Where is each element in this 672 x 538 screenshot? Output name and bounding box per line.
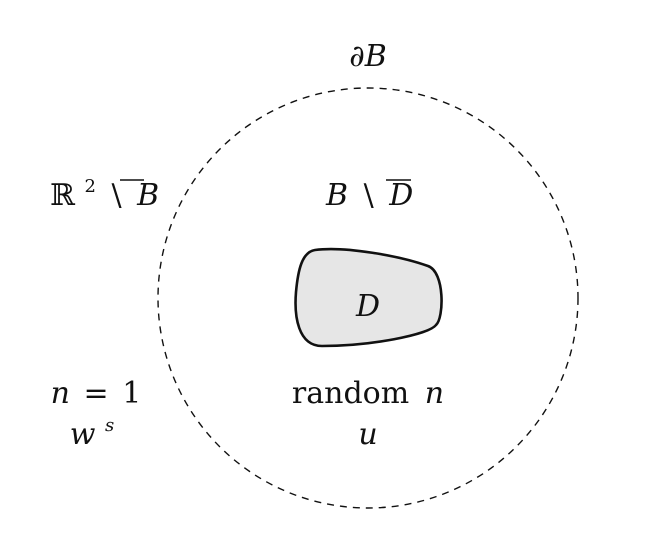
exterior-index-label: n = 1 — [51, 376, 142, 411]
setminus-symbol: \ — [111, 178, 122, 213]
setminus-symbol: \ — [364, 178, 375, 213]
exterior-region-label: ℝ 2 \ B — [50, 165, 159, 213]
ball-boundary-circle — [157, 87, 579, 509]
interior-index-label: random n — [292, 376, 444, 411]
obstacle-shape — [294, 247, 443, 348]
exponent: 2 — [84, 176, 95, 197]
blackboard-r: ℝ — [50, 178, 76, 213]
closure-var: B — [136, 178, 159, 213]
obstacle-label: D — [355, 289, 380, 324]
annulus-region-label: B \ D — [325, 178, 413, 213]
interior-field-label: u — [358, 417, 377, 452]
closure-var: D — [388, 178, 413, 213]
boundary-label: ∂B — [349, 39, 387, 74]
exterior-field-label: w s — [70, 415, 114, 452]
